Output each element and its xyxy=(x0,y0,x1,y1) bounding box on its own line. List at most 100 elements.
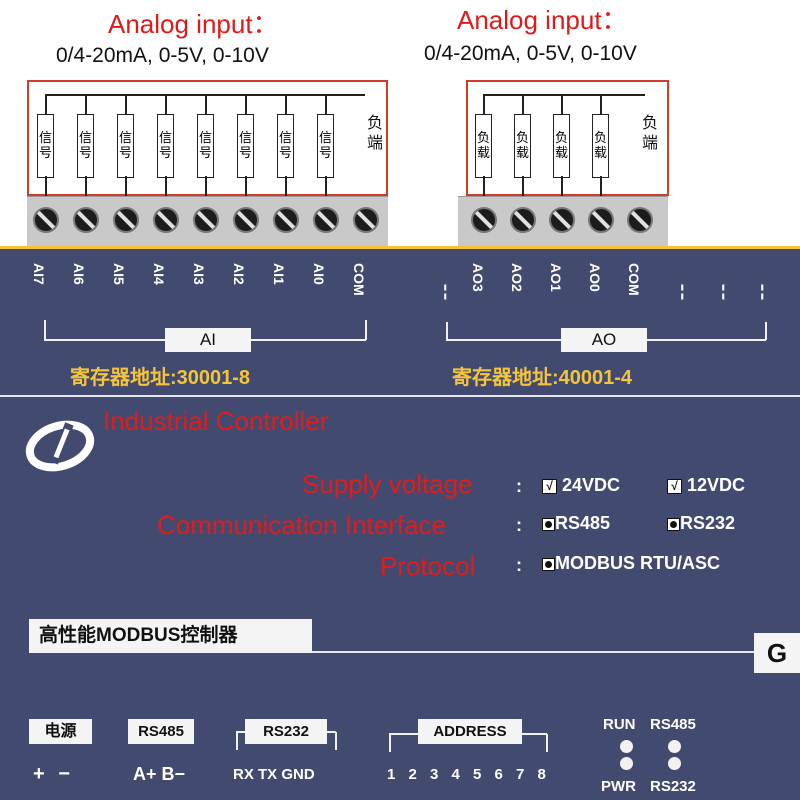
supply-option-12vdc: √ 12VDC xyxy=(667,475,745,496)
ai-register-address: 寄存器地址:30001-8 xyxy=(70,367,251,389)
ai-terminal-label: AI0 xyxy=(311,263,327,285)
ao-screw-terminal[interactable] xyxy=(627,207,653,233)
brand-logo-icon xyxy=(25,420,95,472)
ao-common-bus xyxy=(483,94,645,96)
ao-screw-terminal[interactable] xyxy=(471,207,497,233)
address-bracket-left xyxy=(389,734,391,752)
ao-bracket-right xyxy=(765,322,767,340)
model-banner-line xyxy=(312,651,758,653)
ai-screw-terminal[interactable] xyxy=(193,207,219,233)
ao-dash-1: ¦ xyxy=(443,283,448,300)
checkbox-12vdc: √ xyxy=(667,478,682,494)
checkbox-24vdc: √ xyxy=(542,478,557,494)
ao-register-address: 寄存器地址:40001-4 xyxy=(452,367,633,389)
protocol-value: MODBUS RTU/ASC xyxy=(542,553,720,574)
ao-resistor: 负载 xyxy=(592,114,609,178)
ai-wire-top xyxy=(325,94,327,116)
supply-option-24vdc: √ 24VDC xyxy=(542,475,620,496)
ao-screw-terminal[interactable] xyxy=(588,207,614,233)
ai-screw-terminal[interactable] xyxy=(353,207,379,233)
ai-load-end-label: 负端 xyxy=(366,113,383,152)
ao-load-end-label: 负端 xyxy=(641,113,658,152)
ai-screw-terminal[interactable] xyxy=(33,207,59,233)
ao-wire-top xyxy=(561,94,563,116)
ai-wire-bottom xyxy=(85,176,87,198)
ao-terminal-label: AO0 xyxy=(587,263,603,292)
address-pin-number: 8 xyxy=(537,766,546,783)
ai-terminal-label: AI2 xyxy=(231,263,247,285)
ai-screw-terminal[interactable] xyxy=(73,207,99,233)
ao-wire-top xyxy=(600,94,602,116)
ai-bracket-left xyxy=(44,320,46,340)
ai-screw-terminal[interactable] xyxy=(233,207,259,233)
ai-screw-terminal[interactable] xyxy=(273,207,299,233)
ai-wire-top xyxy=(85,94,87,116)
ao-resistor: 负载 xyxy=(553,114,570,178)
variant-tag: G xyxy=(754,633,800,673)
led-pwr-indicator xyxy=(620,757,633,770)
controller-name: Industrial Controller xyxy=(103,406,329,436)
ai-terminal-label: AI1 xyxy=(271,263,287,285)
controller-panel xyxy=(0,246,800,800)
ai-resistor: 信号 xyxy=(77,114,94,178)
ai-wire-top xyxy=(125,94,127,116)
ai-wire-top xyxy=(45,94,47,116)
ai-wiring-range: 0/4-20mA, 0-5V, 0-10V xyxy=(56,44,269,67)
ai-resistor: 信号 xyxy=(277,114,294,178)
ai-group-label: AI xyxy=(165,328,251,352)
ai-wire-bottom xyxy=(165,176,167,198)
ao-screw-terminal[interactable] xyxy=(510,207,536,233)
ao-bracket-left xyxy=(446,322,448,340)
ao-dash-4: ¦ xyxy=(760,283,765,300)
ao-wire-bottom xyxy=(522,176,524,198)
ai-screw-terminal[interactable] xyxy=(113,207,139,233)
ai-terminal-label: AI3 xyxy=(191,263,207,285)
panel-divider xyxy=(0,395,800,397)
comm-option-rs485: RS485 xyxy=(542,513,610,534)
address-bracket-right xyxy=(546,734,548,752)
ai-screw-terminal[interactable] xyxy=(313,207,339,233)
ai-resistor: 信号 xyxy=(117,114,134,178)
led-rs232-indicator xyxy=(668,757,681,770)
supply-colon: : xyxy=(516,476,522,496)
ao-terminal-label: COM xyxy=(626,263,642,296)
led-rs485-label: RS485 xyxy=(650,716,696,733)
ao-terminal-label: AO2 xyxy=(509,263,525,292)
ao-wiring-range: 0/4-20mA, 0-5V, 0-10V xyxy=(424,42,637,65)
ao-resistor: 负载 xyxy=(514,114,531,178)
ao-wire-bottom xyxy=(483,176,485,198)
address-pin-number: 4 xyxy=(451,766,460,783)
ai-terminal-label: AI6 xyxy=(71,263,87,285)
rs485-label: RS485 xyxy=(128,719,194,744)
ai-wiring-frame xyxy=(27,80,388,196)
address-pin-number: 7 xyxy=(516,766,525,783)
supply-voltage-label: Supply voltage xyxy=(302,469,473,499)
ai-terminal-label: AI7 xyxy=(31,263,47,285)
comm-colon: : xyxy=(516,515,522,535)
ai-wire-top xyxy=(205,94,207,116)
rs232-label: RS232 xyxy=(245,719,327,744)
radio-dot-modbus xyxy=(542,557,555,571)
ai-terminal-label: COM xyxy=(351,263,367,296)
ai-screw-terminal[interactable] xyxy=(153,207,179,233)
ao-terminal-label: AO3 xyxy=(470,263,486,292)
address-pin-number: 6 xyxy=(494,766,503,783)
panel-top-border xyxy=(0,246,800,249)
radio-dot-rs232 xyxy=(667,517,680,531)
address-pin-number: 5 xyxy=(473,766,482,783)
ai-wire-top xyxy=(285,94,287,116)
address-pin-number: 3 xyxy=(430,766,439,783)
ai-wire-top xyxy=(245,94,247,116)
ao-screw-terminal[interactable] xyxy=(549,207,575,233)
rs232-bracket-left xyxy=(236,732,238,750)
ao-resistor: 负载 xyxy=(475,114,492,178)
power-pins: + − xyxy=(33,763,70,785)
led-pwr-label: PWR xyxy=(601,778,636,795)
ai-resistor: 信号 xyxy=(197,114,214,178)
rs232-bracket-right xyxy=(335,732,337,750)
ai-resistor: 信号 xyxy=(237,114,254,178)
power-label: 电源 xyxy=(29,719,92,744)
ai-resistor: 信号 xyxy=(37,114,54,178)
ao-dash-2: ¦ xyxy=(680,283,685,300)
ao-wire-top xyxy=(522,94,524,116)
